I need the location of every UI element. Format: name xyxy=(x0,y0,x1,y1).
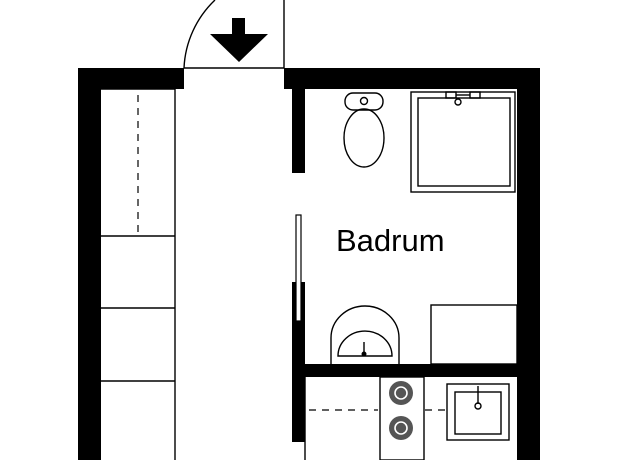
wall-bathroom-bottom xyxy=(292,364,517,377)
wall-right xyxy=(517,68,540,460)
walls xyxy=(78,68,540,460)
wall-bathroom-upper xyxy=(292,89,305,173)
toilet-icon xyxy=(343,92,385,168)
washing-machine xyxy=(430,304,518,365)
wall-top-right xyxy=(284,68,540,89)
shower-icon xyxy=(410,91,516,193)
sink-icon xyxy=(330,305,400,364)
entrance-door xyxy=(183,0,285,69)
kitchenette xyxy=(304,376,510,460)
entrance-arrow-icon xyxy=(210,18,268,62)
wall-top-left xyxy=(78,68,184,89)
room-label-bathroom: Badrum xyxy=(336,223,445,258)
kitchen-sink-icon xyxy=(446,383,510,441)
stove-icon xyxy=(379,376,425,460)
wall-bathroom-lower xyxy=(292,282,305,442)
bathroom-door xyxy=(295,214,302,322)
wall-left xyxy=(78,68,101,460)
wardrobe-cabinets xyxy=(101,88,176,460)
